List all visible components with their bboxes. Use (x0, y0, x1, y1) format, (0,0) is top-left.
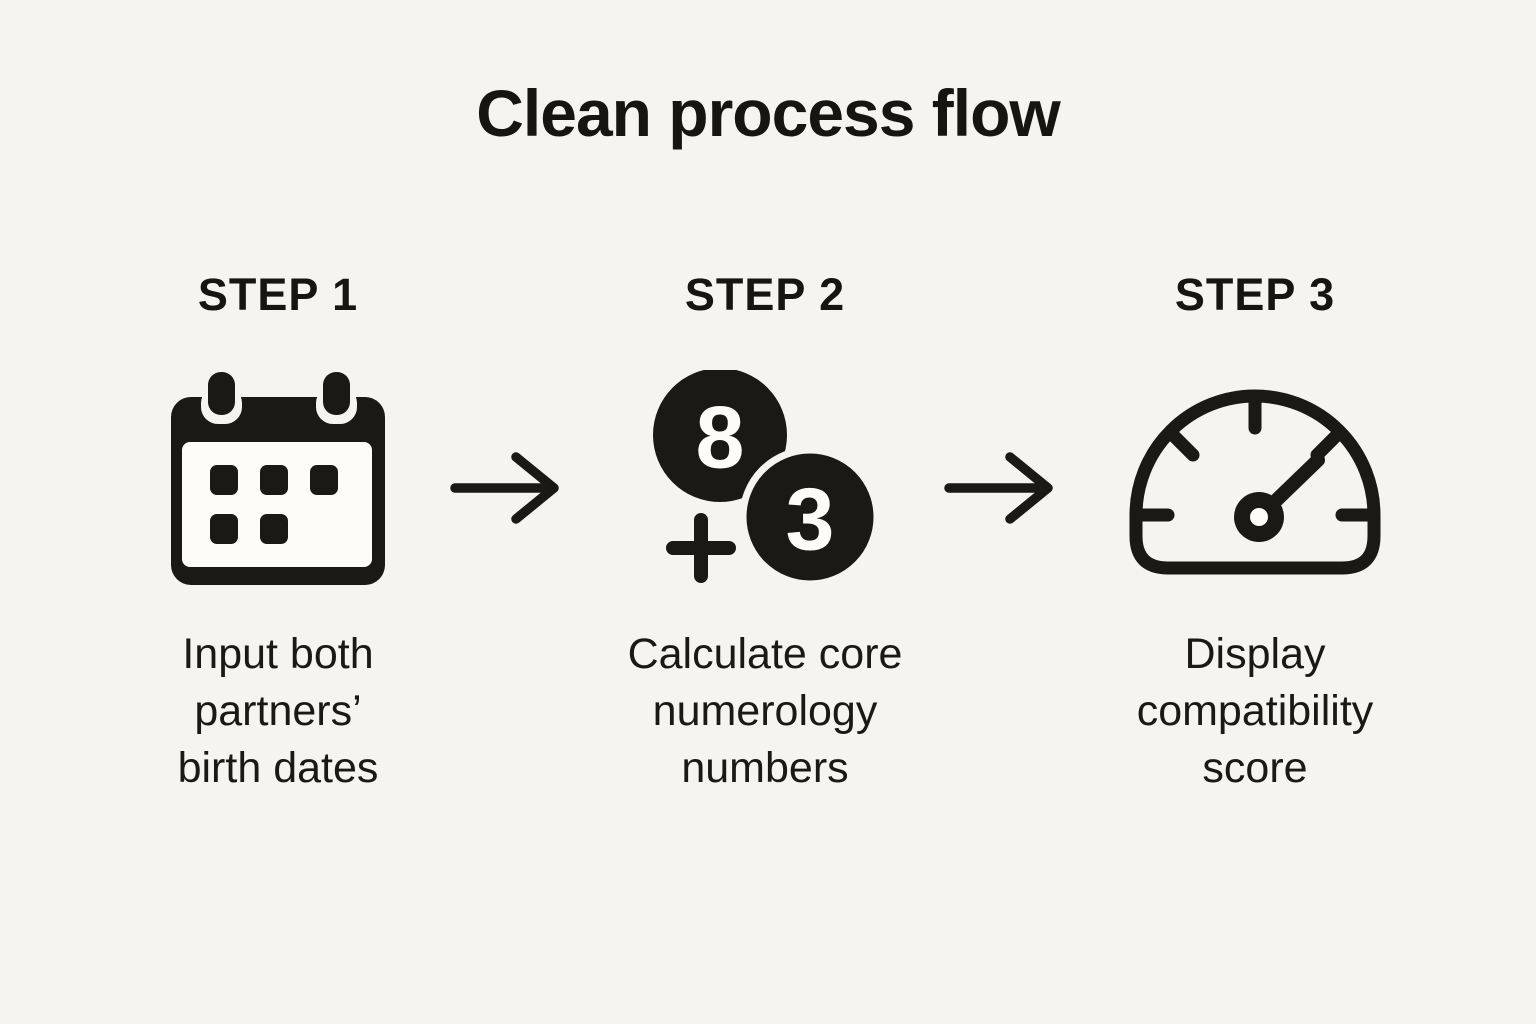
arrow-right-icon (944, 451, 1056, 525)
arrow-right-icon (450, 451, 562, 525)
page-title: Clean process flow (476, 76, 1061, 150)
numerology-numbers-icon: 8 3 (648, 370, 883, 592)
step-2-description: Calculate core numerology numbers (627, 630, 903, 792)
step-2: STEP 2 8 3 Calculate core numerology num… (565, 270, 965, 797)
gauge-ticks (1135, 395, 1375, 522)
step-2-label: STEP 2 (684, 269, 846, 320)
speedometer-icon (1126, 370, 1384, 592)
step-3-description: Display compatibility score (1136, 630, 1374, 792)
step-3-label: STEP 3 (1174, 269, 1336, 320)
step-1-description: Input both partners’ birth dates (177, 630, 379, 792)
step-1: STEP 1 Input both partners’ birth dates (78, 270, 478, 797)
number-eight: 8 (695, 388, 744, 487)
number-three: 3 (785, 470, 834, 569)
step-1-label: STEP 1 (197, 269, 359, 320)
plus-sign (665, 513, 736, 583)
calendar-icon (168, 370, 388, 592)
step-3: STEP 3 Display compatibility score (1055, 270, 1455, 797)
